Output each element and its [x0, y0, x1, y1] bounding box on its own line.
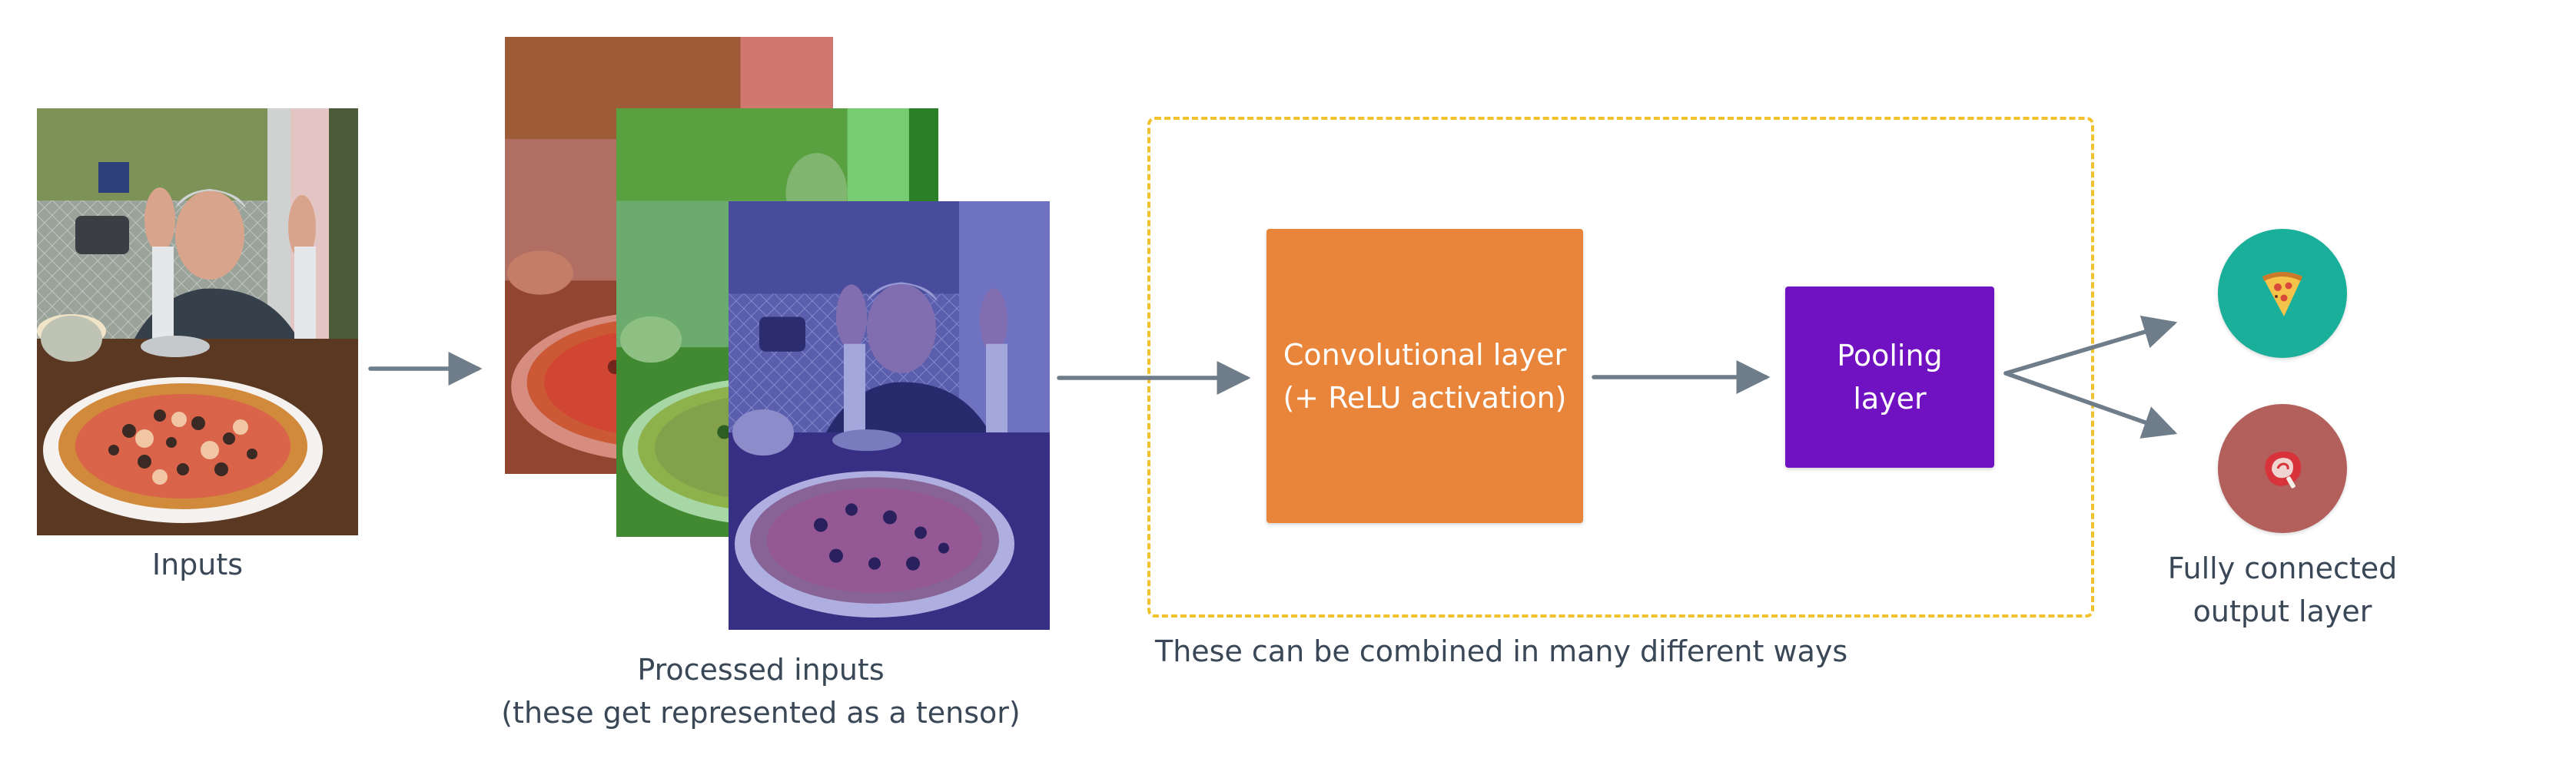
pooling-layer-line1: Pooling: [1837, 339, 1943, 373]
steak-output-node: [2218, 404, 2347, 533]
convolutional-layer-box: Convolutional layer (+ ReLU activation): [1266, 229, 1583, 523]
input-image: [37, 108, 358, 535]
output-layer-label: Fully connected output layer: [2129, 547, 2436, 633]
combinable-layers-group: [1147, 117, 2094, 618]
pizza-icon: [2262, 272, 2302, 316]
conv-layer-title: Convolutional layer: [1283, 337, 1567, 372]
pooling-layer-line2: layer: [1853, 382, 1927, 416]
processed-inputs-title: Processed inputs: [637, 653, 885, 687]
output-layer-subtitle: output layer: [2193, 594, 2372, 628]
conv-layer-subtitle: (+ ReLU activation): [1283, 380, 1567, 415]
processed-inputs-subtitle: (these get represented as a tensor): [501, 696, 1021, 730]
pooling-layer-box: Pooling layer: [1785, 286, 1994, 468]
combined-note: These can be combined in many different …: [1155, 634, 1848, 668]
arrow-pooling-to-steak: [2003, 371, 2178, 439]
steak-icon: [2265, 451, 2302, 488]
pizza-output-node: [2218, 229, 2347, 358]
output-layer-title: Fully connected: [2167, 551, 2398, 585]
processed-inputs-label: Processed inputs (these get represented …: [492, 648, 1030, 734]
blue-channel-image: [729, 201, 1050, 630]
arrow-pooling-to-pizza: [2003, 315, 2178, 376]
inputs-label: Inputs: [151, 548, 244, 581]
